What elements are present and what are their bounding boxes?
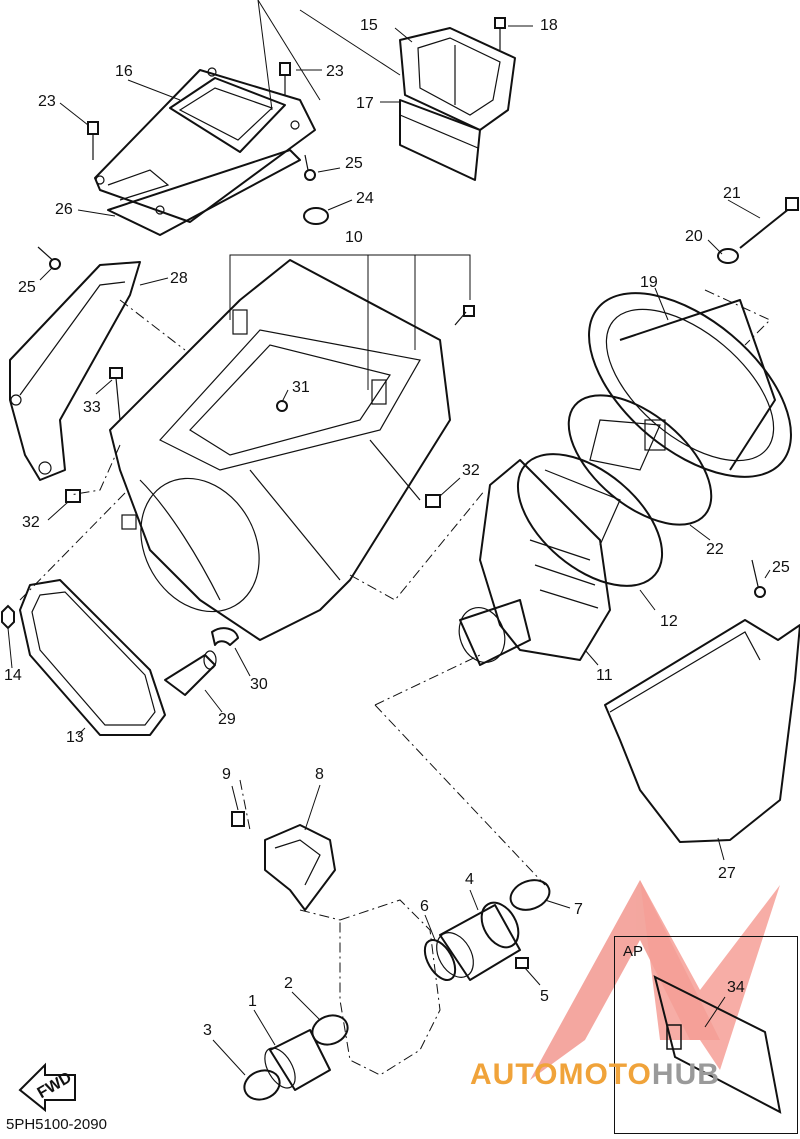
filter-gasket-part <box>19 579 166 736</box>
inset-panel: AP 34 <box>614 936 798 1134</box>
lower-clamp-part <box>311 1014 349 1046</box>
callout-24: 24 <box>356 190 374 207</box>
joint-gasket-part <box>423 939 457 981</box>
diagram-code: 5PH5100-2090 <box>6 1116 107 1133</box>
callout-17: 17 <box>356 95 374 112</box>
lower-clamp-b-part <box>243 1069 281 1101</box>
fwd-arrow-icon: FWD <box>18 1062 76 1113</box>
inset-label: AP <box>623 943 644 960</box>
callout-22: 22 <box>706 541 724 558</box>
callout-32: 32 <box>22 514 40 531</box>
callout-11: 11 <box>596 667 613 684</box>
callout-15: 15 <box>360 17 378 34</box>
inset-drawing: 34 <box>653 975 782 1114</box>
callout-20: 20 <box>685 228 703 245</box>
side-rail-part <box>9 261 141 481</box>
drain-hose-part <box>164 650 217 696</box>
callout-3: 3 <box>203 1022 212 1039</box>
filter-element-holder-part <box>458 459 611 666</box>
callout-27: 27 <box>718 865 736 882</box>
callout-10: 10 <box>345 229 363 246</box>
leader-lines <box>7 0 771 1076</box>
callout-26: 26 <box>55 201 73 218</box>
airbox-part <box>109 259 451 641</box>
callout-31: 31 <box>292 379 310 396</box>
callout-25: 25 <box>18 279 36 296</box>
lower-joint-part <box>264 1029 331 1091</box>
cover-gasket-part <box>107 149 301 236</box>
callout-7: 7 <box>574 901 583 918</box>
bolts-hardware <box>1 17 799 969</box>
callout-4: 4 <box>465 871 474 888</box>
callout-9: 9 <box>222 766 231 783</box>
filter-cage-part <box>567 394 713 526</box>
callout-12: 12 <box>660 613 678 630</box>
callout-2: 2 <box>284 975 293 992</box>
callout-28: 28 <box>170 270 188 287</box>
callout-16: 16 <box>115 63 133 80</box>
hose-clamp-part <box>211 627 239 646</box>
bracket-part <box>264 824 336 911</box>
callout-32: 32 <box>462 462 480 479</box>
callout-33: 33 <box>83 399 101 416</box>
callout-1: 1 <box>248 993 257 1010</box>
callout-25: 25 <box>772 559 790 576</box>
joint-clamp-part <box>509 879 551 911</box>
air-filter-part <box>588 292 792 478</box>
callout-19: 19 <box>640 274 658 291</box>
callout-29: 29 <box>218 711 236 728</box>
callout-8: 8 <box>315 766 324 783</box>
callout-5: 5 <box>540 988 549 1005</box>
watermark-brand-2: HUB <box>651 1058 720 1091</box>
callout-23: 23 <box>38 93 56 110</box>
intake-duct-part <box>399 27 516 181</box>
intake-joint-part <box>436 901 521 981</box>
callout-labels: 15 18 16 23 23 17 25 24 26 21 10 20 28 1… <box>4 17 790 1039</box>
watermark-brand-1: AUTOMOTO <box>470 1058 652 1091</box>
callout-14: 14 <box>4 667 22 684</box>
upper-cover-part <box>94 67 316 223</box>
callout-23: 23 <box>326 63 344 80</box>
callout-34: 34 <box>727 979 745 996</box>
callout-30: 30 <box>250 676 268 693</box>
carburetor-reference <box>339 899 441 1076</box>
callout-6: 6 <box>420 898 429 915</box>
callout-21: 21 <box>723 185 741 202</box>
watermark-text: AUTOMOTOHUB <box>470 1058 720 1092</box>
watermark-logo <box>530 880 780 1080</box>
callout-18: 18 <box>540 17 558 34</box>
callout-13: 13 <box>66 729 84 746</box>
side-cover-part <box>604 619 800 843</box>
callout-25: 25 <box>345 155 363 172</box>
